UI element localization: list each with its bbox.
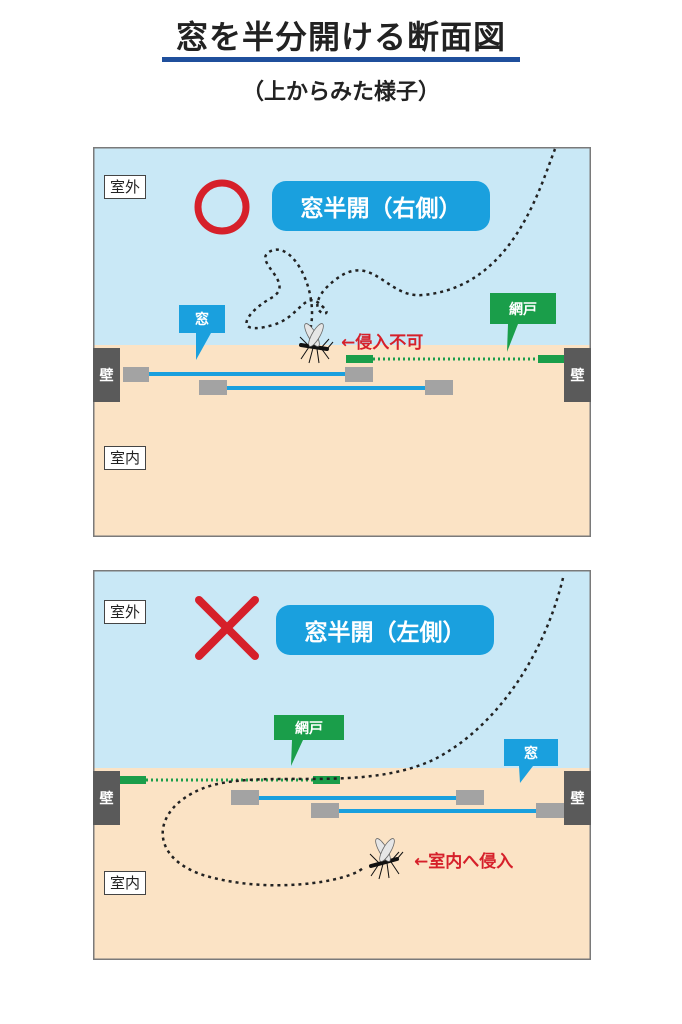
inner-sash-frame-right	[345, 367, 373, 382]
inner-sash-frame-left	[231, 790, 259, 805]
screen-callout-pointer	[291, 740, 303, 766]
diagram-panel-left-open: 室外 室内 壁 壁 窓半開（左側） 網戸 窓 ←室内へ侵入	[93, 570, 591, 960]
window-callout: 窓	[504, 739, 558, 766]
mosquito-flight-path	[161, 577, 565, 887]
outer-sash-frame-right	[536, 803, 564, 818]
screen-callout: 網戸	[274, 715, 344, 740]
annotation-blocked: ←侵入不可	[341, 333, 424, 353]
mosquito-icon	[369, 838, 404, 880]
indoor-label: 室内	[104, 871, 147, 895]
outer-sash-frame-right	[425, 380, 453, 395]
outdoor-label: 室外	[104, 175, 147, 199]
title-underline	[162, 57, 520, 62]
page-title: 窓を半分開ける断面図	[175, 18, 506, 56]
mosquito-icon	[299, 323, 334, 364]
inner-sash-frame-right	[456, 790, 484, 805]
circle-ok-icon	[194, 179, 250, 235]
outdoor-label: 室外	[104, 600, 147, 624]
screen-callout: 網戸	[490, 293, 556, 324]
indoor-area	[93, 345, 591, 537]
cross-ng-icon	[195, 596, 259, 660]
indoor-label: 室内	[104, 446, 147, 470]
wall-left: 壁	[93, 348, 120, 402]
wall-right: 壁	[564, 348, 591, 402]
screen-frame-right	[313, 776, 340, 784]
screen-frame-right	[538, 355, 565, 363]
wall-left: 壁	[93, 771, 120, 825]
panel-graphics	[93, 570, 591, 960]
window-callout-pointer	[519, 766, 533, 783]
annotation-intrusion: ←室内へ侵入	[414, 852, 514, 872]
wall-right: 壁	[564, 771, 591, 825]
window-callout-pointer	[196, 333, 211, 360]
diagram-panel-right-open: 室外 室内 壁 壁 窓半開（右側） 窓 網戸 ←侵入不可	[93, 147, 591, 537]
outer-sash-frame-left	[311, 803, 339, 818]
mosquito-flight-path	[245, 148, 557, 338]
page-subtitle: （上からみた様子）	[241, 80, 440, 105]
window-callout: 窓	[179, 305, 225, 333]
heading-pill: 窓半開（左側）	[276, 605, 494, 655]
panel-graphics	[93, 147, 591, 537]
outer-sash-frame-left	[199, 380, 227, 395]
screen-frame-left	[119, 776, 146, 784]
heading-pill: 窓半開（右側）	[272, 181, 490, 231]
panel-border	[93, 147, 591, 537]
panel-border	[93, 570, 591, 960]
inner-sash-frame-left	[123, 367, 149, 382]
screen-callout-pointer	[507, 324, 518, 352]
screen-frame-left	[346, 355, 373, 363]
